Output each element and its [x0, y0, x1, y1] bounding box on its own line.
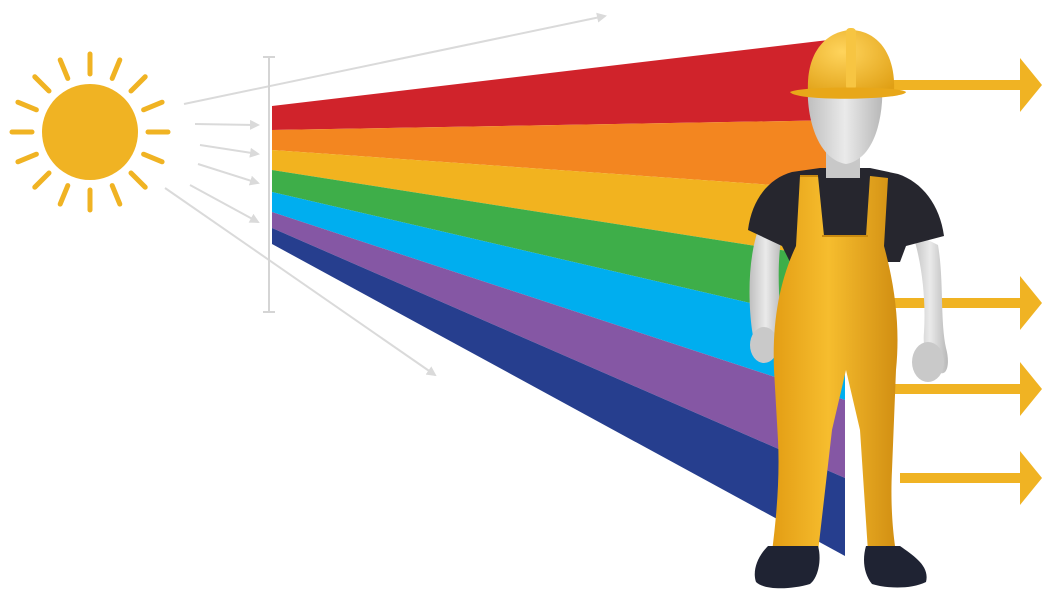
sun-ray [144, 154, 163, 162]
light-ray-arrow [195, 124, 258, 125]
sun-ray [112, 60, 120, 79]
spectrum-band-red [272, 38, 845, 130]
worker-right-hand [912, 342, 944, 382]
sun-ray [144, 102, 163, 110]
sun-ray [60, 186, 68, 205]
sun-ray [35, 173, 49, 187]
sun-ray [60, 60, 68, 79]
sun-ray [35, 77, 49, 91]
worker-left-boot [755, 546, 820, 588]
sun-ray [18, 102, 37, 110]
light-ray-arrow [198, 164, 258, 183]
worker-right-boot [864, 546, 927, 588]
light-ray-arrow [200, 145, 258, 154]
sun-ray [131, 173, 145, 187]
sun-ray [112, 186, 120, 205]
reflected-arrow [900, 451, 1042, 505]
light-ray-arrow [190, 185, 258, 222]
sun-ray [131, 77, 145, 91]
sun-icon [12, 54, 168, 210]
reflected-arrow [885, 58, 1042, 112]
reflected-arrows [885, 58, 1042, 505]
reflected-arrow [890, 276, 1042, 330]
sun-ray [18, 154, 37, 162]
